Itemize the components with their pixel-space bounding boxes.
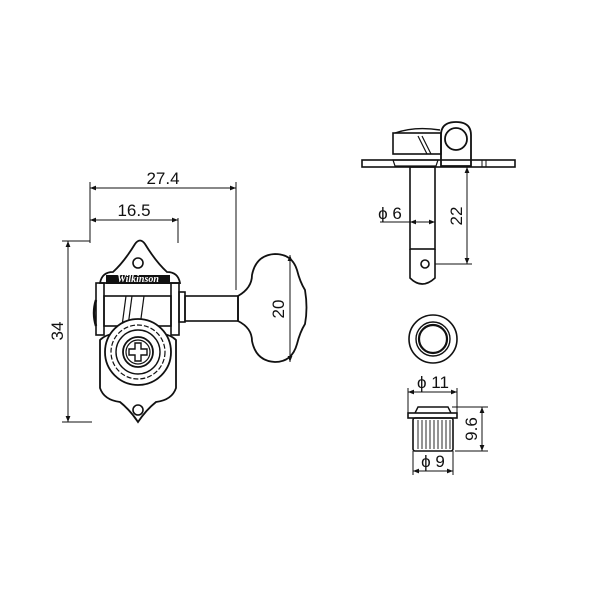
bushing-body bbox=[412, 417, 454, 452]
base-plate bbox=[361, 159, 516, 168]
dim-label-post-diameter: ϕ 6 bbox=[378, 204, 402, 223]
gear-block bbox=[392, 132, 442, 155]
dim-label-overall-width: 27.4 bbox=[146, 169, 179, 188]
string-post bbox=[409, 166, 436, 250]
string-post-eye bbox=[440, 121, 472, 167]
top-plate bbox=[98, 239, 182, 284]
phillips-cross-icon bbox=[128, 342, 148, 362]
gear-screw bbox=[122, 336, 154, 368]
top-screw-hole bbox=[132, 257, 144, 269]
logo-band bbox=[106, 275, 170, 284]
bushing-views bbox=[407, 314, 488, 475]
worm-shaft bbox=[184, 295, 239, 322]
dim-label-height: 34 bbox=[48, 322, 67, 341]
post-tip bbox=[409, 249, 436, 285]
housing-left-rail bbox=[95, 282, 105, 336]
dim-label-post-length: 22 bbox=[447, 207, 466, 226]
housing-right-rail bbox=[170, 282, 180, 336]
dim-label-body-diameter: ϕ 9 bbox=[421, 452, 445, 471]
front-view bbox=[62, 182, 308, 424]
gear-teeth bbox=[110, 324, 166, 380]
gear-outer bbox=[104, 318, 172, 386]
brand-logo: Wilkinson bbox=[117, 274, 159, 285]
dim-label-bushing-height: 9.6 bbox=[462, 417, 481, 441]
side-view bbox=[361, 121, 516, 285]
bottom-screw-hole bbox=[132, 404, 144, 416]
dim-label-post-offset: 16.5 bbox=[117, 201, 150, 220]
bushing-top-outer bbox=[408, 314, 458, 364]
dim-label-flange-diameter: ϕ 11 bbox=[417, 373, 449, 392]
tuner-button bbox=[237, 253, 308, 363]
dim-label-button-height: 20 bbox=[269, 300, 288, 319]
